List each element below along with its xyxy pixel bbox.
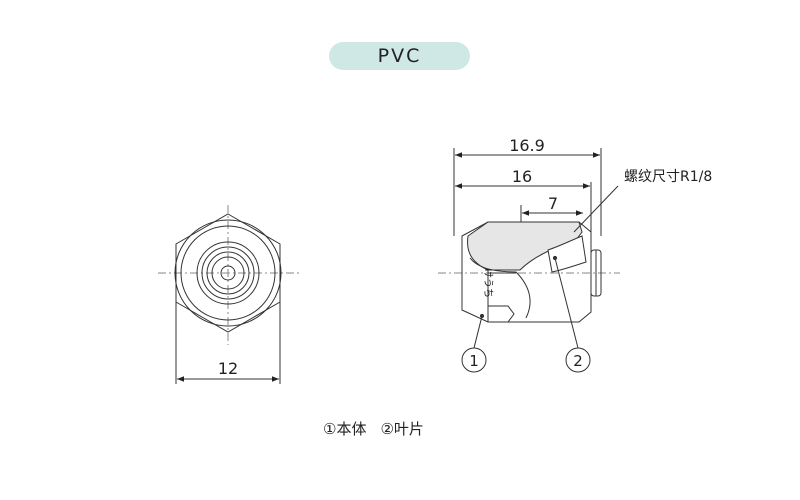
front-view <box>158 205 300 384</box>
balloon-1 <box>461 347 487 373</box>
balloon-2 <box>565 347 591 373</box>
front-thread-circle <box>180 225 276 321</box>
width-dimension-label: 12 <box>218 359 238 378</box>
overall-length-label: 16.9 <box>509 136 545 155</box>
front-inner-circle-1 <box>201 246 255 300</box>
balloon-2-label: 2 <box>573 352 583 370</box>
legend-item-body: ①本体 <box>323 420 367 438</box>
front-orifice-circle <box>220 265 236 281</box>
balloon-1-leader <box>473 315 483 349</box>
front-bore-circle <box>196 241 260 305</box>
front-inner-circle-3 <box>211 256 245 290</box>
parts-legend: ①本体 ②叶片 <box>323 418 483 439</box>
balloon-2-dot <box>552 255 558 261</box>
hex-lower-chamfer <box>488 305 515 323</box>
material-title-badge: PVC <box>329 42 470 70</box>
balloon-1-dot <box>479 313 485 319</box>
front-hexagon <box>175 213 281 333</box>
body-marking: けうち <box>482 268 494 298</box>
side-view <box>438 148 620 373</box>
material-title: PVC <box>377 45 422 67</box>
front-inner-circle-2 <box>206 251 250 295</box>
thread-size-note: 螺纹尺寸R1/8 <box>624 169 712 185</box>
body-length-label: 16 <box>512 167 532 186</box>
front-outer-circle <box>174 219 282 327</box>
balloon-1-label: 1 <box>469 352 479 370</box>
bore-profile <box>469 257 531 319</box>
legend-item-vane: ②叶片 <box>380 420 424 438</box>
inner-length-label: 7 <box>548 194 558 213</box>
balloon-2-leader <box>554 257 579 349</box>
thread-note-leader <box>573 185 619 233</box>
